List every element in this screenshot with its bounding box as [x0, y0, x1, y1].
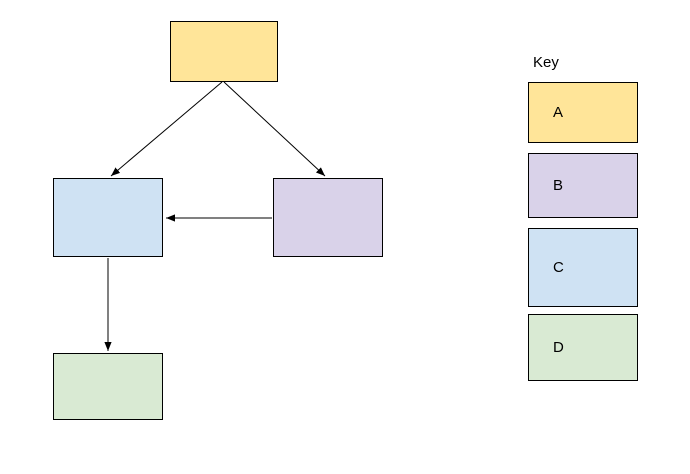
key-item-A-label: A [553, 104, 564, 121]
key-item-D: D [528, 314, 638, 381]
key-item-A: A [528, 82, 638, 143]
key-item-B-label: B [553, 177, 564, 194]
node-right-purple-B [273, 178, 383, 257]
edge-top-to-right [223, 81, 326, 177]
key-item-C-label: C [553, 259, 564, 276]
key-item-B: B [528, 153, 638, 218]
node-left-blue-C [53, 178, 163, 257]
key-item-D-label: D [553, 339, 564, 356]
key-item-C: C [528, 228, 638, 307]
node-top-yellow-A [170, 21, 278, 82]
node-bottom-green-D [53, 353, 163, 420]
key-title: Key [533, 54, 559, 71]
edge-top-to-left [110, 81, 223, 177]
